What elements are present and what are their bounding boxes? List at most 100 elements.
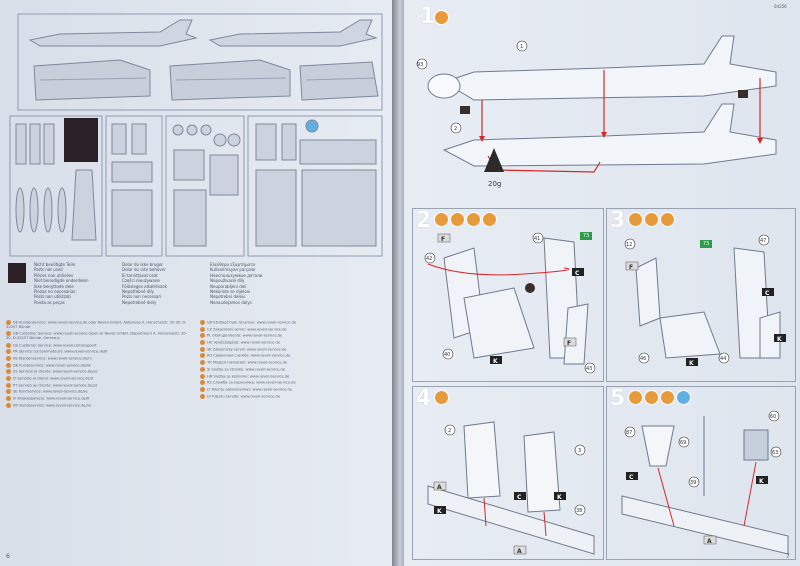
paint-icon xyxy=(644,212,659,227)
legend-item: Неиспользуемые детали xyxy=(210,272,263,278)
part-label: 42 xyxy=(426,256,432,262)
part-label: 63 xyxy=(772,450,778,456)
legend-item: Delar du inte behöver xyxy=(122,267,166,273)
sprue-frame-e xyxy=(247,115,383,257)
part-label: 44 xyxy=(720,356,726,362)
service-paragraph: FI Asiakaspalvelu: www.revell-service.de… xyxy=(6,396,188,402)
service-column-left: DE Kundenservice: www.revell-service.de … xyxy=(6,320,188,409)
part-label: 41 xyxy=(534,236,540,242)
color-code-label: C xyxy=(575,270,580,277)
service-paragraph: GB Customer Service: www.revell-service.… xyxy=(6,331,187,341)
legend-item: Fölösleges alkatrészek xyxy=(122,283,167,289)
service-paragraph: LT Klientų aptarnavimas: www.revell-serv… xyxy=(200,386,382,392)
legend-item: Parts not used xyxy=(34,267,63,273)
color-code-label: C xyxy=(629,474,634,481)
service-paragraph: HU Vevőszolgálat: www.revell-service.de xyxy=(200,340,382,346)
paint-icon xyxy=(466,212,481,227)
part-label: 69 xyxy=(680,440,686,446)
legend-item: Niet benodigde onderdelen xyxy=(34,278,89,284)
fuselage-left-half xyxy=(442,35,777,101)
legend-item: Ikke benyttede dele xyxy=(34,283,74,289)
legend-item: Ελεύθερα εξαρτήματα xyxy=(210,262,256,267)
right-page-number: 7 xyxy=(786,553,790,560)
legend-item: Piezas no necesarias xyxy=(34,289,76,295)
legend-item: Nepotřebné díly xyxy=(122,289,154,295)
canopy-part xyxy=(64,118,98,162)
color-code-label: K xyxy=(557,494,562,501)
service-paragraph: SK Zákaznícky servis: www.revell-service… xyxy=(200,346,382,352)
step-5-panel xyxy=(606,386,796,560)
nose-cone xyxy=(427,73,461,99)
service-paragraph: SI Služba za stranke: www.revell-service… xyxy=(200,366,382,372)
color-code-label: K xyxy=(689,360,694,367)
part-label: 40 xyxy=(444,352,450,358)
clock-icon xyxy=(660,390,675,405)
part-label: 93 xyxy=(417,62,423,68)
service-paragraph: IT Servizio ai clienti: www.revell-servi… xyxy=(6,376,188,381)
step-2-number: 2 xyxy=(416,208,432,233)
paint-code-badge: 73 xyxy=(580,232,592,240)
fuselage-right-half xyxy=(442,103,777,167)
sprue-frame-a xyxy=(17,13,383,111)
part-label: 46 xyxy=(640,356,646,362)
clock-icon xyxy=(660,212,675,227)
service-paragraph: NL Klantenservice: www.revell-service.de… xyxy=(6,355,188,361)
legend-item: Pezzi non utilizzati xyxy=(34,294,71,300)
paint-icon xyxy=(628,390,643,405)
part-label: 3 xyxy=(578,448,581,454)
service-paragraph: CZ Zákaznický servis: www.revell-service… xyxy=(200,326,382,332)
sprue-frame-c xyxy=(105,115,163,257)
color-code-label: A xyxy=(707,538,712,545)
legend-column-2: Delar du ikke bruger Delar du inte behöv… xyxy=(122,262,202,305)
clock-icon xyxy=(482,212,497,227)
sprue-frame-b xyxy=(9,115,103,257)
fuselage-half-right xyxy=(208,19,378,47)
legend-item: Kullanılmayan parçalar xyxy=(210,267,256,273)
step-3-panel xyxy=(606,208,796,382)
fuselage-half-left xyxy=(28,19,198,47)
legend-item: Pièces non utilisées xyxy=(34,272,74,278)
legend-item: Nepotrebni delovi xyxy=(210,294,246,300)
customer-service-text: DE Kundenservice: www.revell-service.de … xyxy=(6,320,382,556)
color-code-label: A xyxy=(517,548,522,555)
service-paragraph: TR Müşteri hizmetleri: www.revell-servic… xyxy=(200,360,382,366)
part-label: 2 xyxy=(454,126,457,132)
service-paragraph: PL Obsługa klienta: www.revell-service.d… xyxy=(200,333,382,339)
color-code-label: C xyxy=(517,494,522,501)
legend-item: Nekoriste se dijelovi xyxy=(210,289,251,295)
paint-icon xyxy=(434,212,449,227)
service-paragraph: HR Služba za korisnike: www.revell-servi… xyxy=(200,373,382,379)
paint-icon xyxy=(450,212,465,227)
legend-item: Ei tarvittavat osat xyxy=(122,272,158,278)
steps-2-3-diagram: 42 41 40 43 12 47 46 44 F C xyxy=(424,232,786,374)
weight-label: 20g xyxy=(488,180,501,188)
color-code-label: K xyxy=(759,478,764,485)
legend-item: Nicht benötigte Teile xyxy=(34,262,76,267)
color-code-label: F xyxy=(629,264,633,271)
unused-parts-swatch xyxy=(8,263,26,283)
part-label: 39 xyxy=(690,480,696,486)
legend-item: Pezzi non necessari xyxy=(122,294,162,300)
glue-bottle-icon xyxy=(676,390,691,405)
corner-code: 04256 xyxy=(774,4,787,9)
step-4-number: 4 xyxy=(416,386,432,411)
part-label: 47 xyxy=(760,238,766,244)
sprue-diagram xyxy=(9,13,383,257)
service-column-right: GR Εξυπηρέτηση πελατών: www.revell-servi… xyxy=(200,320,382,400)
part-label: 38 xyxy=(576,508,582,514)
color-code-label: F xyxy=(567,340,571,347)
color-code-label: A xyxy=(437,484,442,491)
step-1-diagram: 20g 93 1 2 xyxy=(416,35,777,188)
paint-icon xyxy=(628,212,643,227)
legend-item: Nepoužívané díly xyxy=(210,278,245,284)
legend-item: Części nieużywane xyxy=(122,278,160,284)
part-label: 1 xyxy=(520,44,523,50)
service-paragraph: RU Сервисная служба: www.revell-service.… xyxy=(200,353,382,359)
service-paragraph: ES Servicio al cliente: www.revell-servi… xyxy=(6,369,188,375)
legend-item: Neuporabljeni deli xyxy=(210,283,247,289)
color-code-label: C xyxy=(765,290,770,297)
wing-upper-right xyxy=(299,61,379,101)
sprue-frame-d xyxy=(165,115,245,257)
paint-icon xyxy=(644,390,659,405)
part-label: 12 xyxy=(626,242,632,248)
